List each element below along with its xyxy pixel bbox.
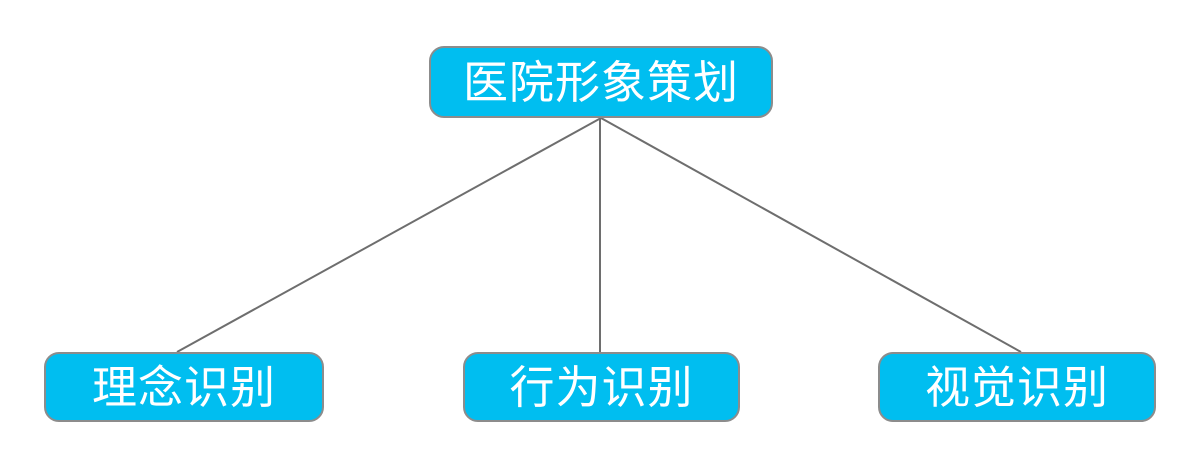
- node-label: 理念识别: [91, 361, 276, 413]
- node-label: 医院形象策划: [462, 56, 739, 108]
- connector-line-left: [176, 117, 602, 353]
- node-hospital-image-planning[interactable]: 医院形象策划: [429, 46, 773, 118]
- connector-line-right: [600, 117, 1022, 353]
- node-label: 行为识别: [509, 361, 694, 413]
- node-behavior-identification[interactable]: 行为识别: [463, 352, 740, 422]
- node-concept-identification[interactable]: 理念识别: [44, 352, 324, 422]
- node-visual-identification[interactable]: 视觉识别: [878, 352, 1156, 422]
- node-label: 视觉识别: [924, 361, 1109, 413]
